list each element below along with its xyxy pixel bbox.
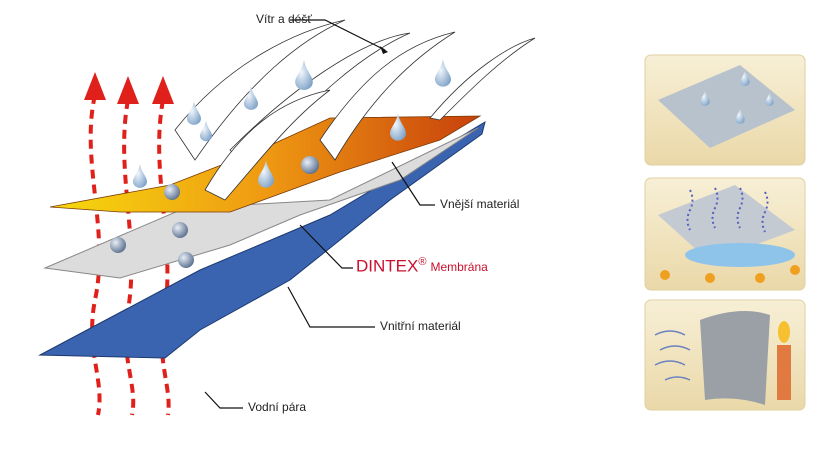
wind-streams xyxy=(174,19,536,201)
vapor-molecules xyxy=(110,156,319,268)
inner-material-layer xyxy=(38,120,486,359)
label-inner-material: Vnitřní materiál xyxy=(380,319,461,333)
panel-breathable xyxy=(644,177,806,291)
membrane-word: Membrána xyxy=(430,260,488,275)
vapor-arrowheads xyxy=(84,72,174,104)
label-water-vapor: Vodní pára xyxy=(248,400,307,414)
label-wind-rain: Vítr a déšť xyxy=(256,12,312,26)
membrane-brand: DINTEX xyxy=(356,256,419,276)
registered-mark: ® xyxy=(418,256,427,268)
leader-lines xyxy=(204,19,435,409)
outer-material-layer xyxy=(49,115,482,213)
panel-water-repellent xyxy=(644,54,806,166)
panel-windproof xyxy=(644,299,806,411)
label-membrane: DINTEX®Membrána xyxy=(356,256,488,276)
label-outer-material: Vnější materiál xyxy=(440,197,520,211)
